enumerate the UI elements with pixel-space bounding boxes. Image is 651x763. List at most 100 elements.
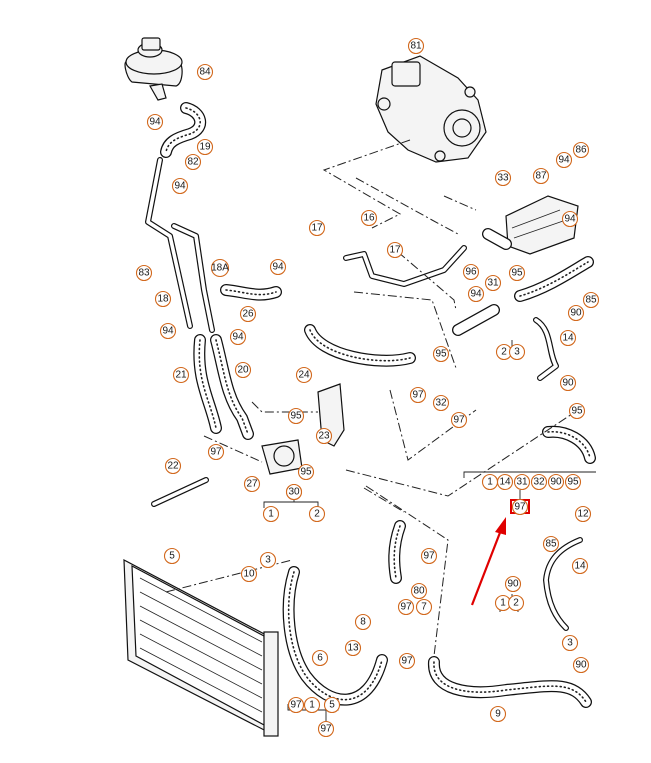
highlight-arrow [470,529,503,606]
callout-text: 80 [413,586,425,597]
callout-21: 21 [172,366,190,384]
callout-97: 97 [397,598,415,616]
callout-text: 86 [575,145,587,156]
callout-text: 32 [435,398,447,409]
callout-12: 12 [574,505,592,523]
callout-17: 17 [386,241,404,259]
callout-text: 94 [272,262,284,273]
callout-84: 84 [196,63,214,81]
callout-1: 1 [303,696,321,714]
callout-text: 1 [487,477,493,488]
callout-text: 83 [138,268,150,279]
callout-14: 14 [571,557,589,575]
callout-17: 17 [308,219,326,237]
heat-exchanger-drawing [505,195,579,255]
callout-circle [582,291,600,309]
callout-10: 10 [240,565,258,583]
callout-text: 13 [347,643,359,654]
callout-2: 2 [308,505,326,523]
callout-circle [398,652,416,670]
callout-95: 95 [432,345,450,363]
callout-text: 94 [564,214,576,225]
callout-circle [409,386,427,404]
callout-circle [196,138,214,156]
callout-text: 7 [421,602,427,613]
callout-95: 95 [508,264,526,282]
callout-circle [259,551,277,569]
callout-24: 24 [295,366,313,384]
callout-text: 21 [175,370,187,381]
callout-82: 82 [184,153,202,171]
callout-text: 94 [558,155,570,166]
callout-text: 90 [575,660,587,671]
callout-text: 95 [511,268,523,279]
callout-81: 81 [407,37,425,55]
callout-85: 85 [542,535,560,553]
callout-circle [135,264,153,282]
water-pump-drawing [375,55,487,163]
callout-circle [484,274,502,292]
callout-circle [415,598,433,616]
callout-83: 83 [135,264,153,282]
callout-94: 94 [467,285,485,303]
callout-circle [239,305,257,323]
callout-circle [508,343,526,361]
highlight-arrowhead [495,517,506,535]
callout-text: 95 [567,477,579,488]
callout-97: 97 [287,696,305,714]
callout-14: 14 [496,473,514,491]
radiator-drawing [123,558,279,737]
callout-1: 1 [262,505,280,523]
callout-text: 94 [174,181,186,192]
callout-text: 97 [400,602,412,613]
callout-circle [164,457,182,475]
callout-90: 90 [572,656,590,674]
callout-text: 97 [401,656,413,667]
callout-text: 3 [265,555,271,566]
callout-text: 97 [514,502,526,513]
callout-text: 2 [513,598,519,609]
callout-circle [467,285,485,303]
expansion-tank-drawing [124,37,183,101]
callout-circle [450,411,468,429]
callout-circle [561,634,579,652]
callout-text: 1 [500,598,506,609]
callout-3: 3 [259,551,277,569]
callout-circle [234,361,252,379]
callout-32: 32 [530,473,548,491]
callout-86: 86 [572,141,590,159]
callout-text: 17 [389,245,401,256]
callout-6: 6 [311,649,329,667]
callout-97: 97 [207,443,225,461]
callout-text: 94 [470,289,482,300]
callout-23: 23 [315,427,333,445]
callout-text: 94 [232,332,244,343]
callout-text: 18A [211,263,229,274]
callout-circle [146,113,164,131]
callout-7: 7 [415,598,433,616]
callout-text: 94 [149,117,161,128]
callout-31: 31 [513,473,531,491]
callout-97: 97 [450,411,468,429]
callout-text: 94 [162,326,174,337]
callout-circle [530,473,548,491]
callout-circle [511,498,529,516]
callout-circle [462,263,480,281]
callout-circle [572,141,590,159]
callout-94: 94 [229,328,247,346]
callout-text: 95 [290,411,302,422]
callout-circle [432,345,450,363]
callout-circle [354,613,372,631]
callout-circle [572,656,590,674]
callout-94: 94 [269,258,287,276]
callout-text: 20 [237,365,249,376]
callout-2: 2 [507,594,525,612]
callout-text: 90 [550,477,562,488]
callout-3: 3 [508,343,526,361]
callout-circle [308,505,326,523]
callout-circle [420,547,438,565]
callout-94: 94 [146,113,164,131]
callout-text: 2 [501,347,507,358]
